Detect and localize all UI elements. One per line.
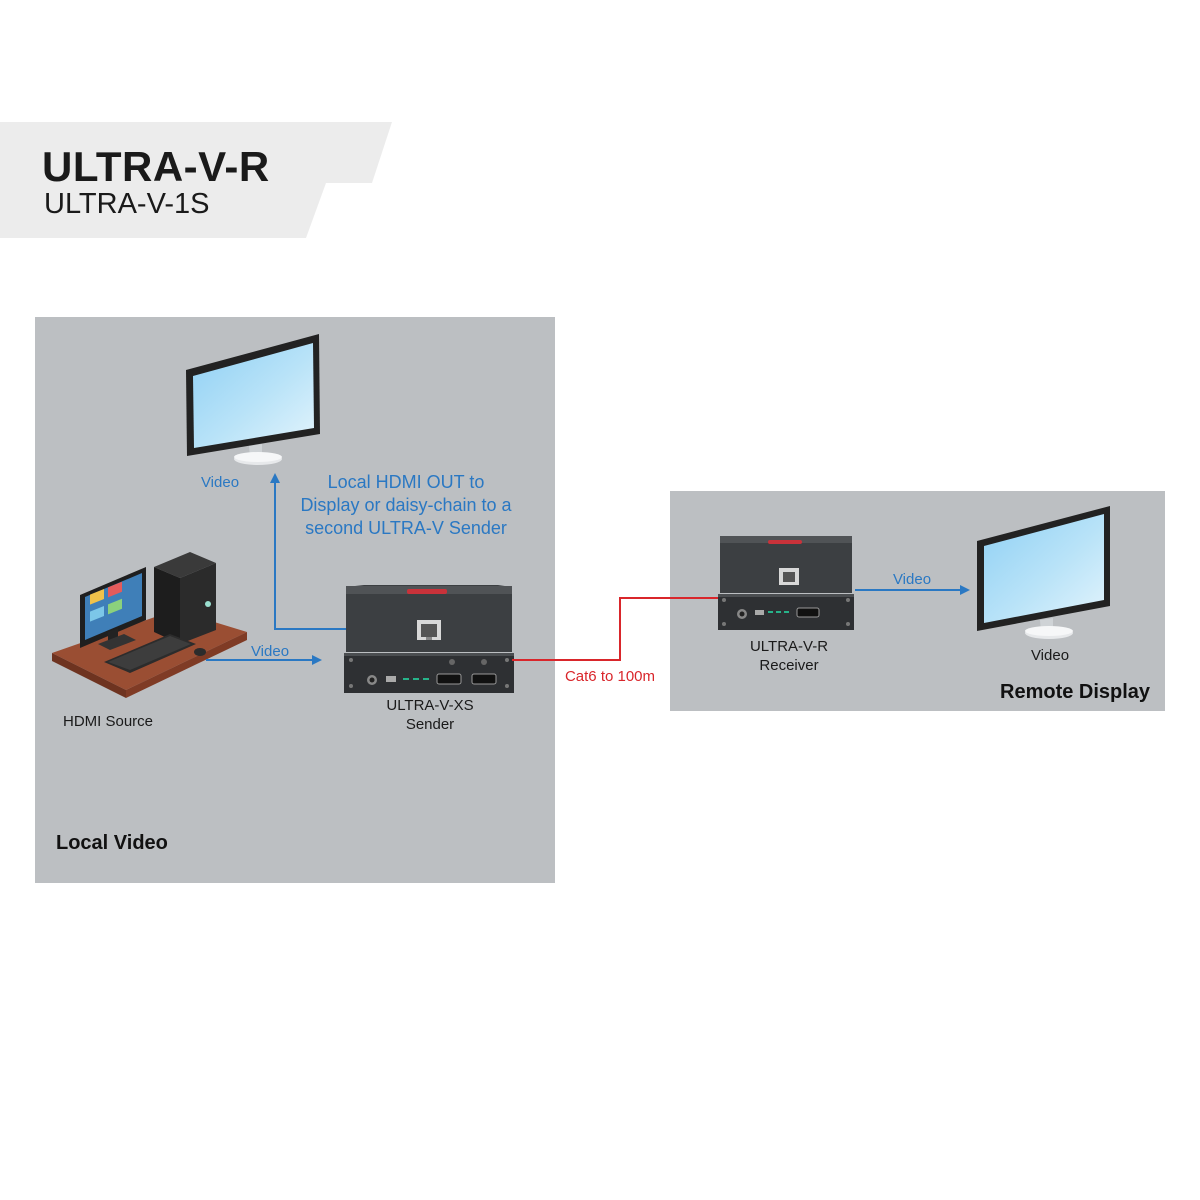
cat6-cable-line (512, 597, 718, 661)
sender-device-icon (344, 585, 514, 693)
remote-monitor-icon (977, 506, 1110, 639)
hdmi-source-label: HDMI Source (62, 713, 154, 730)
hdmi-source-computer-icon (52, 552, 247, 698)
local-monitor-icon (186, 334, 320, 465)
header-banner (0, 122, 392, 238)
video-to-local-display-arrow (270, 473, 346, 630)
sender-label: ULTRA-V-XS Sender (386, 697, 474, 733)
source-video-label: Video (250, 643, 290, 660)
receiver-label: ULTRA-V-R Receiver (749, 638, 829, 674)
page-subtitle: ULTRA-V-1S (44, 188, 210, 220)
page-title: ULTRA-V-R (42, 143, 270, 190)
cat6-cable-label: Cat6 to 100m (564, 668, 656, 685)
local-video-section-label: Local Video (56, 832, 168, 854)
receiver-device-icon (718, 536, 854, 630)
remote-video-arrow-label: Video (892, 571, 932, 588)
remote-display-section-label: Remote Display (1000, 681, 1151, 703)
local-display-video-label: Video (200, 474, 240, 491)
local-out-note: Local HDMI OUT to Display or daisy-chain… (300, 472, 512, 538)
remote-display-video-label: Video (1030, 647, 1070, 664)
